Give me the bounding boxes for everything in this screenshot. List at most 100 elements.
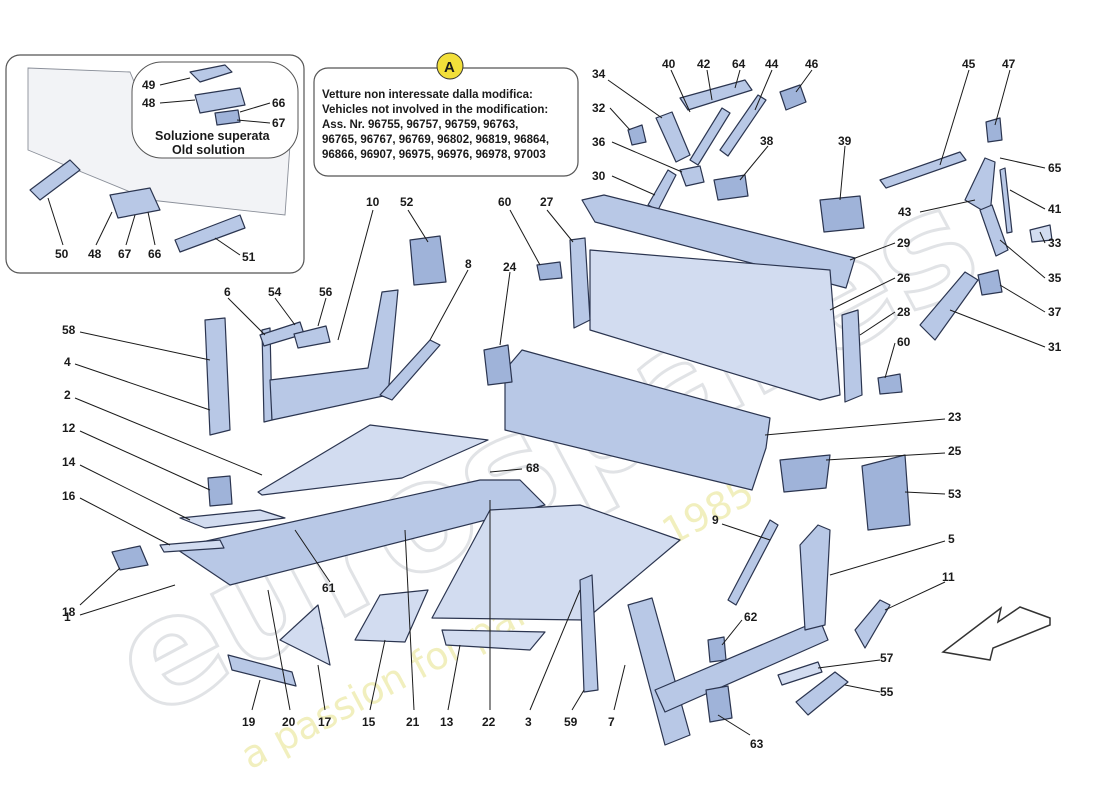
notice-line-2: Vehicles not involved in the modificatio…: [322, 104, 548, 116]
callout-23: 23: [948, 410, 962, 424]
callout-53: 53: [948, 487, 962, 501]
callout-10: 10: [366, 195, 380, 209]
callout-29: 29: [897, 236, 911, 250]
callout-7: 7: [608, 715, 615, 729]
callout-40: 40: [662, 57, 676, 71]
part-31: [919, 271, 979, 341]
inset-title-en: Old solution: [172, 143, 245, 157]
notice-badge-letter: A: [444, 59, 455, 76]
callout-30: 30: [592, 169, 606, 183]
callout-11: 11: [942, 570, 955, 584]
part-18: [111, 545, 149, 571]
callout-18: 18: [62, 605, 76, 619]
part-5: [654, 619, 829, 713]
callout-60: 60: [498, 195, 512, 209]
notice-line-1: Vetture non interessate dalla modifica:: [322, 89, 533, 101]
callout-33: 33: [1048, 236, 1062, 250]
part-44: [719, 94, 767, 157]
callout-54: 54: [268, 285, 282, 299]
callout-8: 8: [465, 257, 472, 271]
inset-label-50: 50: [55, 247, 69, 261]
callout-9: 9: [712, 513, 719, 527]
callout-62: 62: [744, 610, 758, 624]
part-48: [194, 87, 246, 114]
callout-22: 22: [482, 715, 496, 729]
callout-32: 32: [592, 101, 606, 115]
callout-45: 45: [962, 57, 976, 71]
callout-36: 36: [592, 135, 606, 149]
callout-2: 2: [64, 388, 71, 402]
part-11: [854, 599, 891, 649]
callout-1: 1: [64, 610, 71, 624]
leader-lines: [74, 69, 1046, 736]
part-48-old: [109, 187, 161, 219]
part-27: [569, 237, 591, 329]
inset-label-48: 48: [142, 96, 156, 110]
notice-line-3: Ass. Nr. 96755, 96757, 96759, 96763,: [322, 119, 518, 131]
callout-26: 26: [897, 271, 911, 285]
callout-39: 39: [838, 134, 852, 148]
callout-19: 19: [242, 715, 256, 729]
part-5b: [799, 524, 831, 631]
part-55: [795, 671, 849, 716]
callout-3: 3: [525, 715, 532, 729]
parts-group: [111, 79, 1053, 746]
part-9: [727, 519, 779, 606]
callout-68: 68: [526, 461, 540, 475]
part-1: [174, 479, 546, 586]
callout-57: 57: [880, 651, 894, 665]
callout-63: 63: [750, 737, 764, 751]
callout-34: 34: [592, 67, 606, 81]
callout-41: 41: [1048, 202, 1062, 216]
callout-60b: 60: [897, 335, 911, 349]
part-46: [779, 84, 807, 111]
part-38: [713, 174, 749, 201]
callout-44: 44: [765, 57, 779, 71]
callout-5: 5: [948, 532, 955, 546]
notice-badge: [436, 52, 464, 80]
callout-46: 46: [805, 57, 819, 71]
inset-label-49: 49: [142, 78, 156, 92]
part-4: [204, 317, 231, 436]
callout-65: 65: [1048, 161, 1062, 175]
part-29: [581, 194, 856, 289]
callout-13: 13: [440, 715, 454, 729]
callout-31: 31: [1048, 340, 1062, 354]
part-23: [504, 349, 771, 491]
callout-17: 17: [318, 715, 332, 729]
part-16: [159, 539, 225, 553]
part-63: [705, 685, 733, 723]
part-12: [207, 475, 233, 507]
part-53: [861, 454, 911, 531]
inset-label-48b: 48: [88, 247, 102, 261]
part-3: [431, 504, 681, 621]
callout-47: 47: [1002, 57, 1016, 71]
callout-55: 55: [880, 685, 894, 699]
part-42: [679, 79, 753, 111]
part-25: [779, 454, 831, 493]
callout-43: 43: [898, 205, 912, 219]
part-35: [979, 204, 1009, 257]
part-60-a: [536, 261, 563, 281]
part-66-67: [214, 109, 241, 126]
notice-line-5: 96866, 96907, 96975, 96976, 96978, 97003: [322, 149, 546, 161]
part-60-b: [877, 373, 903, 395]
callout-38: 38: [760, 134, 774, 148]
part-49: [189, 64, 233, 83]
inset-title-it: Soluzione superata: [155, 129, 271, 143]
callout-12: 12: [62, 421, 76, 435]
callout-58: 58: [62, 323, 76, 337]
callout-56: 56: [319, 285, 333, 299]
inset-label-67: 67: [272, 116, 286, 130]
callout-52: 52: [400, 195, 414, 209]
part-36: [679, 165, 705, 187]
old-solution-inset: Soluzione superata Old solution 49 48 66…: [5, 54, 305, 274]
part-57: [777, 661, 823, 686]
callout-59: 59: [564, 715, 578, 729]
part-19: [227, 654, 297, 687]
callout-35: 35: [1048, 271, 1062, 285]
part-41: [999, 167, 1013, 234]
direction-arrow: [941, 606, 1051, 661]
part-2: [257, 424, 489, 496]
